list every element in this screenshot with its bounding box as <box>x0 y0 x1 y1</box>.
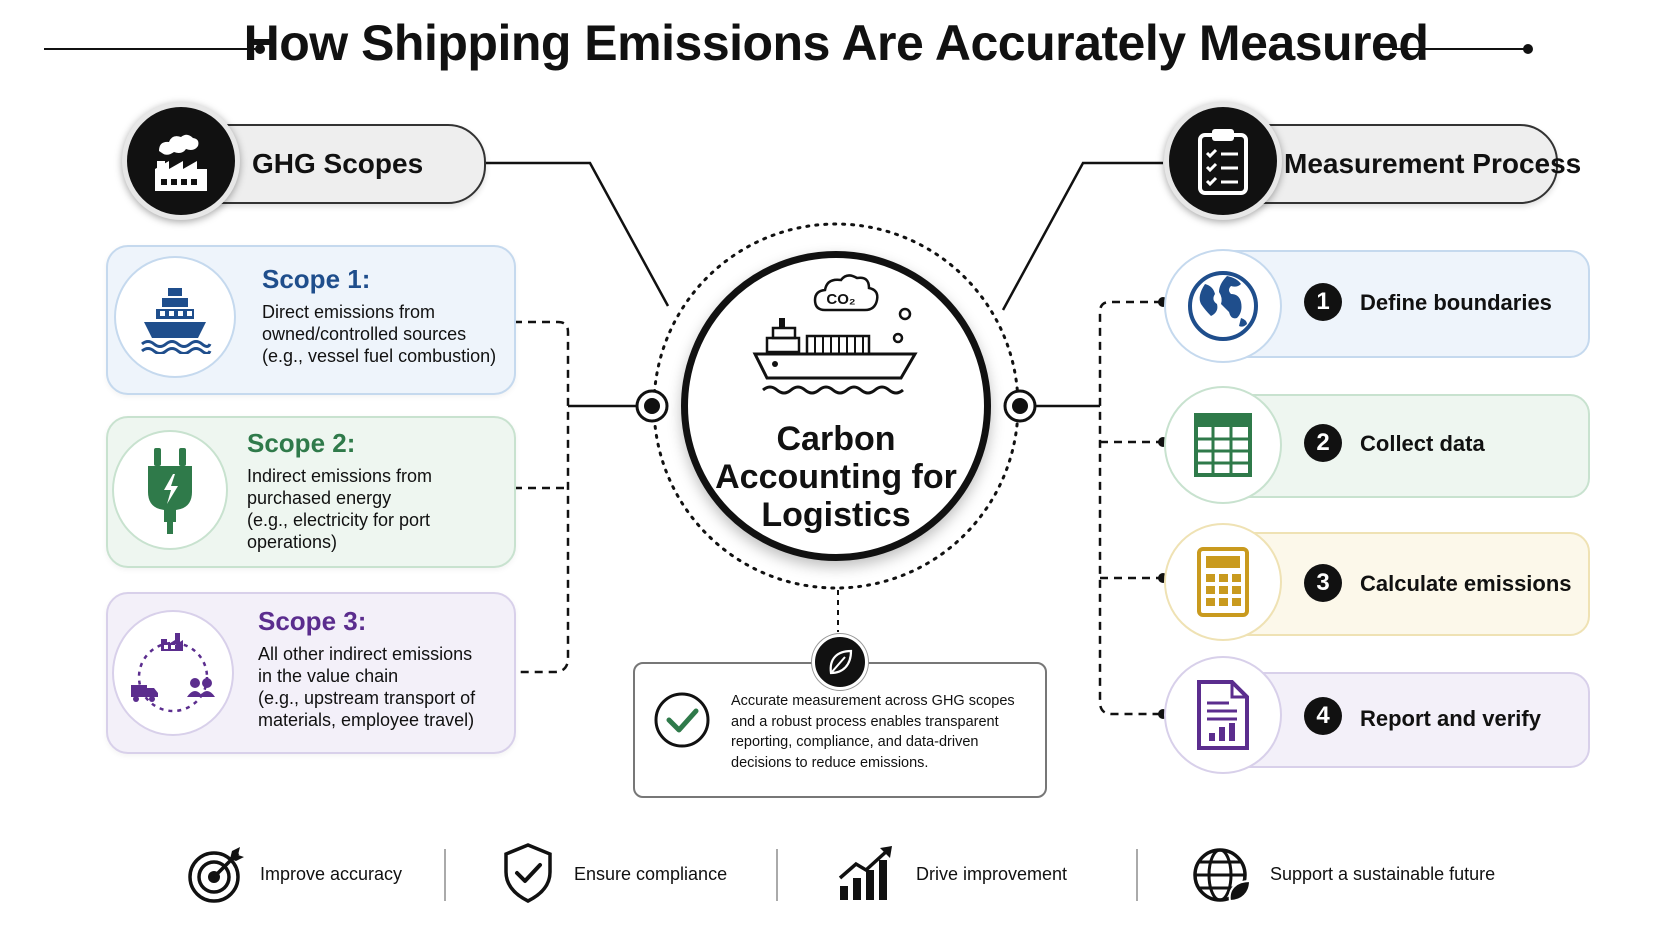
growth-chart-icon <box>838 846 892 900</box>
leaf-icon <box>812 634 868 690</box>
benefit-ensure-compliance: Ensure compliance <box>574 864 728 884</box>
benefit-support-sustainable-future: Support a sustainable future <box>1270 864 1496 884</box>
step-3-label: Calculate emissions <box>1360 571 1572 596</box>
step-3-number: 3 <box>1304 564 1342 602</box>
benefit-divider <box>776 849 778 901</box>
check-circle-icon <box>654 692 710 748</box>
step-4-number: 4 <box>1304 697 1342 735</box>
spreadsheet-icon <box>1164 386 1282 504</box>
step-1-number: 1 <box>1304 283 1342 321</box>
ghg-scopes-label: GHG Scopes <box>252 148 424 179</box>
step-2-label: Collect data <box>1360 431 1485 456</box>
title-rule-right <box>1392 48 1528 50</box>
clipboard-checklist-icon <box>1164 102 1282 220</box>
globe-icon <box>1164 249 1282 363</box>
target-icon <box>188 847 244 903</box>
co2-label: CO₂ <box>826 291 855 308</box>
report-icon <box>1164 656 1282 774</box>
plug-icon <box>112 430 228 550</box>
scope-2-title: Scope 2: <box>247 428 356 458</box>
globe-leaf-icon <box>1193 848 1252 903</box>
title-rule-left-dot <box>255 44 265 54</box>
page-title: How Shipping Emissions Are Accurately Me… <box>243 15 1429 71</box>
step-2-number: 2 <box>1304 424 1342 462</box>
measurement-process-label: Measurement Process <box>1284 148 1582 179</box>
benefit-drive-improvement: Drive improvement <box>916 864 1068 884</box>
cargo-ship-icon: CO₂ <box>752 274 918 395</box>
step-4-label: Report and verify <box>1360 706 1541 731</box>
scope-3-title: Scope 3: <box>258 606 367 636</box>
title-rule-right-dot <box>1523 44 1533 54</box>
scope-1-title: Scope 1: <box>262 264 371 294</box>
benefit-improve-accuracy: Improve accuracy <box>260 864 403 884</box>
calculator-icon <box>1164 523 1282 641</box>
ship-icon <box>114 256 236 378</box>
step-1-label: Define boundaries <box>1360 290 1552 315</box>
title-rule-left <box>44 48 260 50</box>
value-chain-icon <box>112 610 234 736</box>
benefit-divider <box>444 849 446 901</box>
shield-check-icon <box>504 843 552 903</box>
factory-icon <box>122 102 240 220</box>
benefit-divider <box>1136 849 1138 901</box>
